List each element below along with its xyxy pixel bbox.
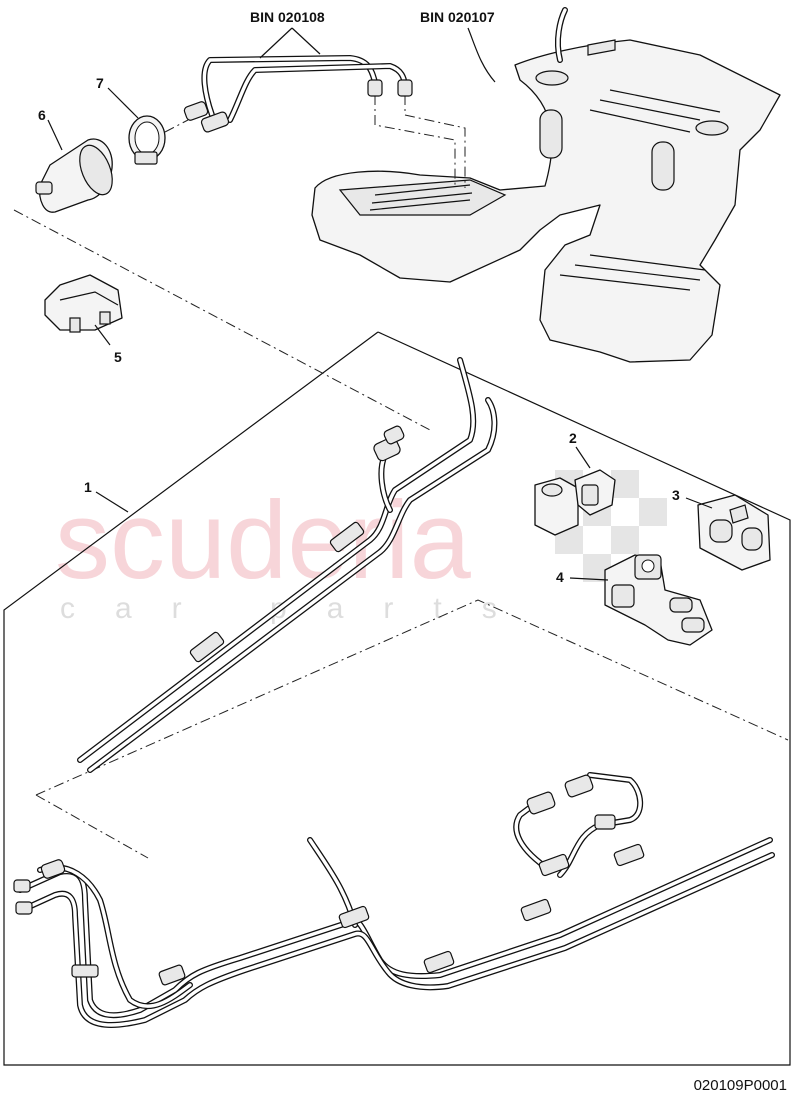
hose-clamp-7 <box>128 115 166 165</box>
callout-5[interactable]: 5 <box>114 349 122 365</box>
holder-bracket-5 <box>44 274 123 333</box>
assembly-frames <box>3 209 791 1066</box>
clip-2 <box>534 469 616 536</box>
callout-2[interactable]: 2 <box>569 430 577 446</box>
fuel-filter-6 <box>35 138 113 213</box>
sub-assembly-frame <box>35 599 789 796</box>
callout-4[interactable]: 4 <box>556 569 564 585</box>
callout-3[interactable]: 3 <box>672 487 680 503</box>
leader-lines <box>47 27 713 581</box>
clip-4 <box>604 554 713 646</box>
clip-3 <box>697 494 771 571</box>
bin-label-020107[interactable]: BIN 020107 <box>420 9 495 25</box>
fuel-line-lower <box>13 772 775 1028</box>
diagram-reference-code: 020109P0001 <box>693 1077 787 1094</box>
fuel-tank <box>311 7 781 363</box>
assembly-frame-outline <box>3 331 791 1066</box>
callout-6[interactable]: 6 <box>38 107 46 123</box>
bin-label-020108[interactable]: BIN 020108 <box>250 9 325 25</box>
watermark-brand: scuderia <box>55 479 472 602</box>
fuel-line-upper <box>77 357 498 773</box>
callout-1[interactable]: 1 <box>84 479 92 495</box>
callout-7[interactable]: 7 <box>96 75 104 91</box>
filter-reference-line <box>13 209 431 431</box>
fuel-feed-lines <box>164 55 413 133</box>
